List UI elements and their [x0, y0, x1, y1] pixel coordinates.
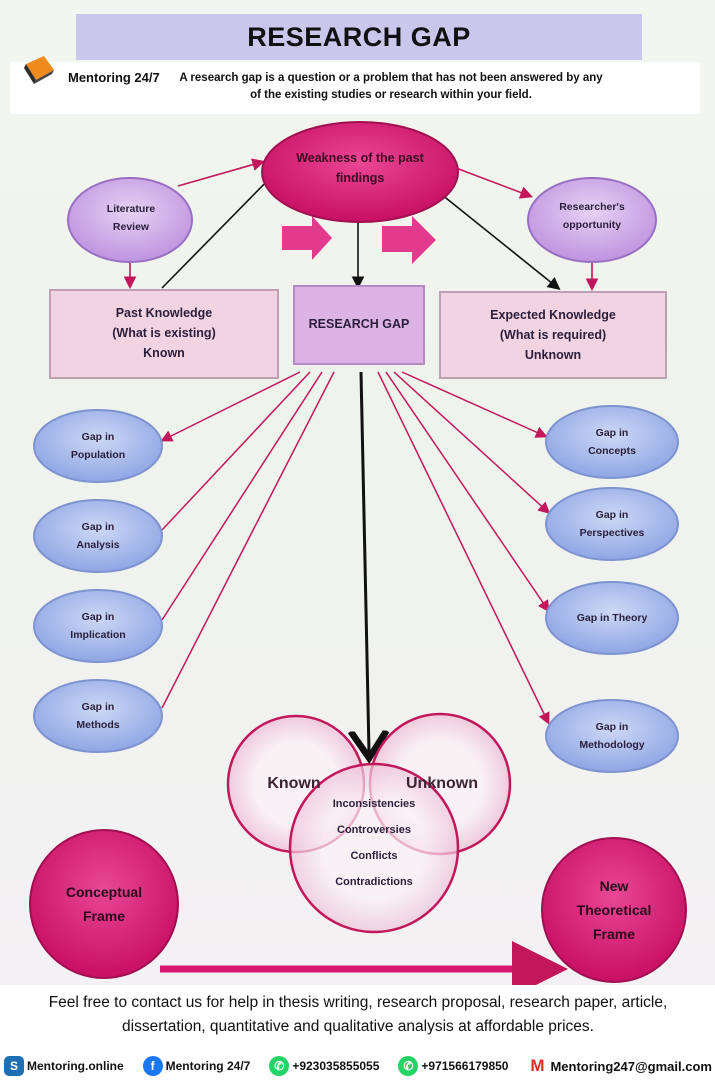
contact-website-label: Mentoring.online	[27, 1059, 124, 1073]
weakness-label: Weakness of the past findings	[296, 151, 424, 185]
research-gap-poster: RESEARCH GAP Mentoring 24/7 A research g…	[0, 0, 715, 985]
researchers-opportunity-label: Researcher's opportunity	[559, 201, 625, 231]
literature-review-node	[67, 177, 193, 263]
venn-unknown-label: Unknown	[406, 775, 478, 792]
venn-item-contradictions: Contradictions	[335, 876, 413, 888]
gap-implication-label: Gap in Implication	[70, 611, 126, 641]
venn-diagram	[226, 712, 512, 934]
research-gap-diagram	[29, 121, 687, 985]
block-arrow-right	[382, 216, 436, 264]
title-banner: RESEARCH GAP	[76, 14, 642, 60]
venn-item-conflicts: Conflicts	[350, 850, 398, 862]
expected-knowledge-line-3: Unknown	[524, 348, 582, 362]
arrow-past-to-weakness	[161, 167, 281, 289]
research-gap-box	[293, 285, 425, 365]
whatsapp-icon: ✆	[398, 1056, 419, 1076]
past-knowledge-line-1: Past Knowledge	[115, 306, 213, 320]
venn-item-controversies: Controversies	[337, 824, 411, 836]
block-arrow-left	[282, 216, 332, 260]
top-connectors	[123, 158, 599, 292]
past-knowledge-line-3: Known	[143, 346, 185, 360]
contact-whatsapp-1-label: +923035855055	[292, 1059, 380, 1073]
contact-facebook[interactable]: f Mentoring 24/7	[142, 1056, 251, 1076]
gmail-icon: M	[527, 1056, 548, 1076]
gap-fan-lines	[160, 371, 551, 725]
conceptual-frame-node	[29, 829, 179, 979]
contact-gmail-label: Mentoring247@gmail.com	[550, 1058, 712, 1074]
contact-whatsapp-1[interactable]: ✆ +923035855055	[269, 1056, 379, 1076]
gap-methodology-label: Gap in Methodology	[579, 721, 645, 751]
gap-theory-label: Gap in Theory	[576, 612, 648, 624]
contact-facebook-label: Mentoring 24/7	[165, 1059, 251, 1073]
footer-message: Feel free to contact us for help in thes…	[48, 994, 668, 1035]
brand-name: Mentoring 24/7	[68, 70, 160, 85]
past-knowledge-box	[49, 289, 279, 379]
contact-whatsapp-2[interactable]: ✆ +971566179850	[398, 1056, 508, 1076]
new-theoretical-frame-node	[541, 837, 687, 983]
facebook-icon: f	[142, 1056, 163, 1076]
website-icon: S	[4, 1056, 24, 1076]
arrow-gap-to-venn	[361, 371, 369, 752]
contact-whatsapp-2-label: +971566179850	[421, 1059, 509, 1073]
right-gap-ovals	[545, 405, 679, 773]
research-gap-label: RESEARCH GAP	[308, 317, 410, 331]
whatsapp-icon: ✆	[269, 1056, 290, 1076]
intro-definition: A research gap is a question or a proble…	[179, 72, 603, 101]
gap-perspectives-label: Gap in Perspectives	[579, 509, 645, 539]
arrow-weakness-to-expected	[435, 189, 561, 291]
literature-review-label: Literature Review	[106, 203, 156, 233]
contact-website[interactable]: S Mentoring.online	[4, 1056, 124, 1076]
venn-known-label: Known	[267, 775, 321, 792]
venn-item-inconsistencies: Inconsistencies	[332, 798, 416, 810]
past-knowledge-label: Past Knowledge (What is existing) Known	[54, 296, 274, 370]
intro-band	[10, 62, 700, 114]
expected-knowledge-line-2: (What is required)	[499, 328, 607, 342]
arrow-weakness-to-opportunity	[455, 167, 533, 199]
contact-gmail[interactable]: M Mentoring247@gmail.com	[527, 1056, 712, 1076]
expected-knowledge-line-1: Expected Knowledge	[490, 308, 616, 322]
arrow-literature-to-weakness	[177, 158, 266, 187]
weakness-node	[261, 121, 459, 223]
expected-knowledge-box	[439, 291, 667, 379]
gap-analysis-label: Gap in Analysis	[76, 521, 120, 551]
conceptual-frame-label: Conceptual Frame	[65, 884, 143, 924]
expected-knowledge-label: Expected Knowledge (What is required) Un…	[444, 298, 662, 372]
gap-concepts-label: Gap in Concepts	[588, 427, 636, 457]
researchers-opportunity-node	[527, 177, 657, 263]
venn-overlap-circle	[288, 762, 460, 934]
gap-methods-label: Gap in Methods	[76, 701, 120, 731]
new-theoretical-frame-label: New Theoretical Frame	[576, 878, 652, 942]
gap-population-label: Gap in Population	[70, 431, 126, 461]
left-gap-ovals	[33, 409, 163, 753]
page-title: RESEARCH GAP	[247, 21, 471, 52]
past-knowledge-line-2: (What is existing)	[112, 326, 216, 340]
contact-bar: S Mentoring.online f Mentoring 24/7 ✆ +9…	[4, 1053, 712, 1079]
book-logo-icon	[24, 56, 54, 84]
